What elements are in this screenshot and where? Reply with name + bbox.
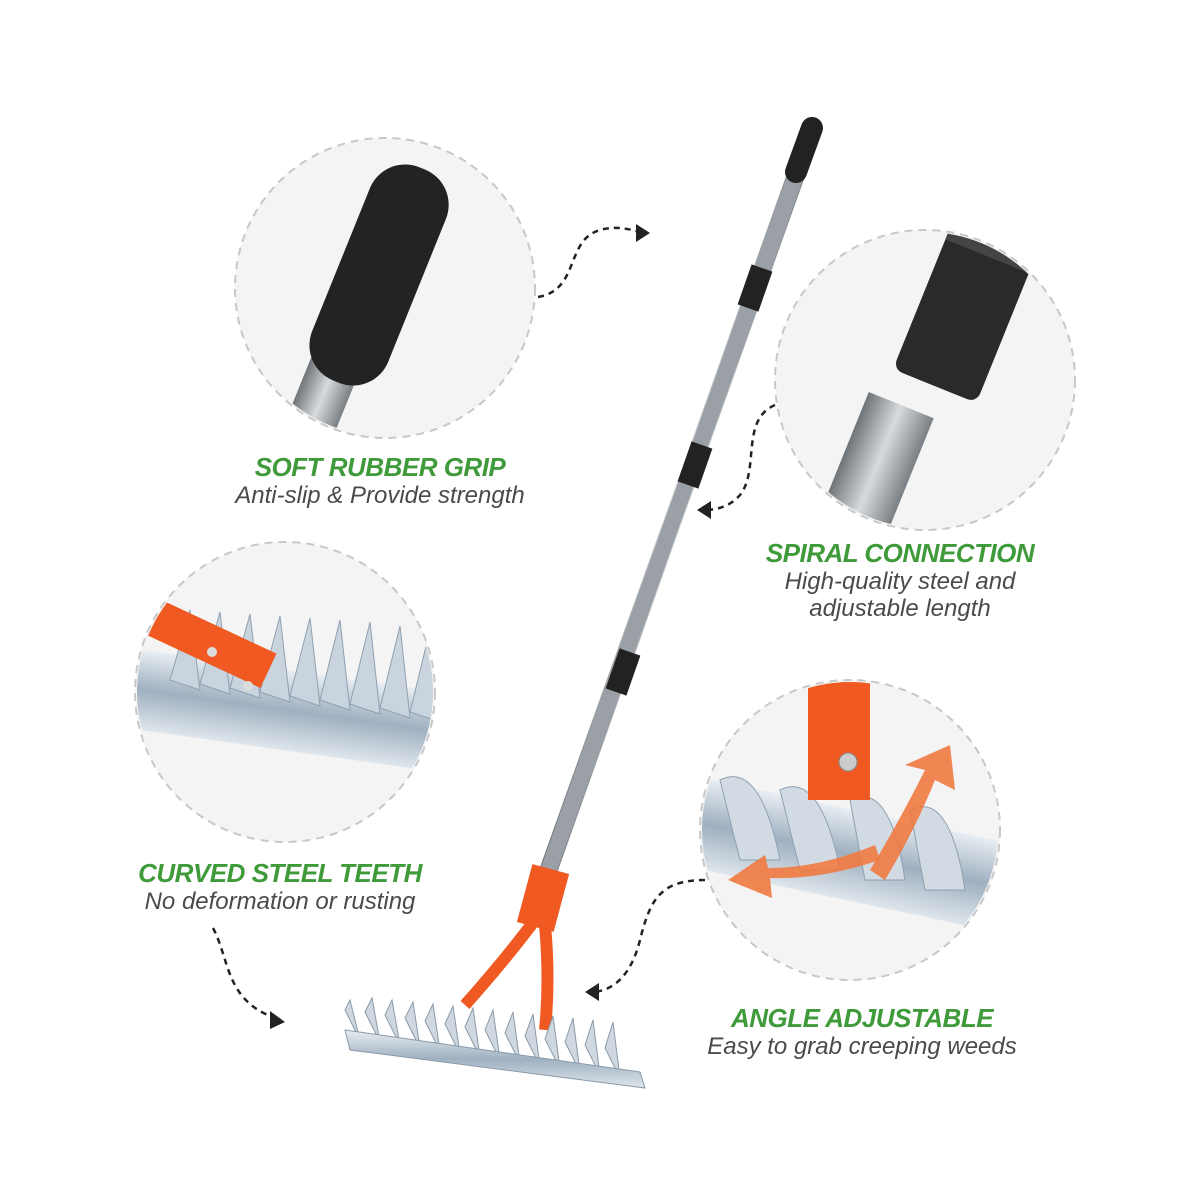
- spiral-detail-circle: [774, 229, 1076, 531]
- angle-detail-circle: [699, 679, 1001, 981]
- feature-title: CURVED STEEL TEETH: [138, 858, 422, 888]
- feature-description: Easy to grab creeping weeds: [707, 1033, 1017, 1060]
- feature-description: Anti-slip & Provide strength: [235, 482, 525, 509]
- callout-arrows: [211, 226, 776, 1020]
- grip-detail-circle: [234, 137, 536, 439]
- feature-title: SPIRAL CONNECTION: [765, 538, 1035, 568]
- feature-soft-rubber-grip: SOFT RUBBER GRIP Anti-slip & Provide str…: [180, 452, 580, 509]
- feature-description-line-2: adjustable length: [809, 595, 991, 622]
- rake: [344, 117, 823, 1089]
- teeth-detail-circle: [134, 541, 436, 843]
- feature-title: SOFT RUBBER GRIP: [254, 452, 506, 482]
- feature-description-line-1: High-quality steel and: [784, 568, 1016, 595]
- feature-description: No deformation or rusting: [144, 888, 416, 915]
- feature-title: ANGLE ADJUSTABLE: [730, 1003, 994, 1033]
- feature-spiral-connection: SPIRAL CONNECTION High-quality steel and…: [700, 538, 1100, 622]
- feature-angle-adjustable: ANGLE ADJUSTABLE Easy to grab creeping w…: [662, 1003, 1062, 1060]
- feature-curved-steel-teeth: CURVED STEEL TEETH No deformation or rus…: [80, 858, 480, 915]
